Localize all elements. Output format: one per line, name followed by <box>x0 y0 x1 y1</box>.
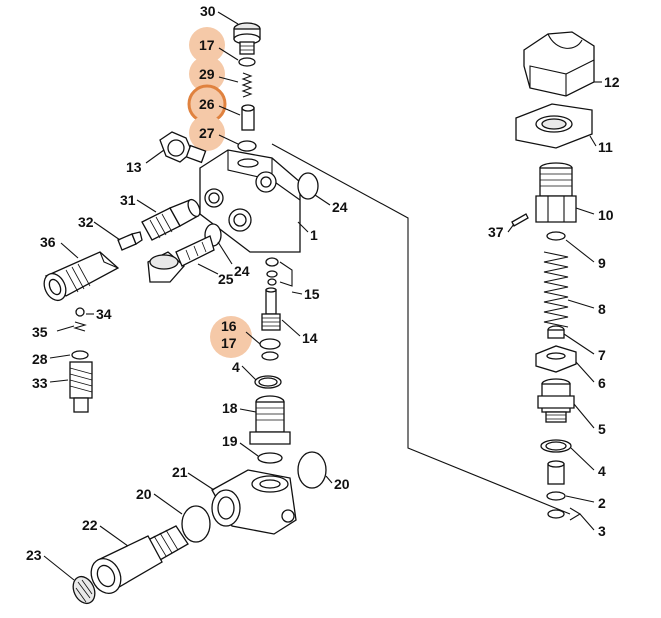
callout-16: 16 <box>221 318 237 334</box>
callout-20-right: 20 <box>334 476 350 492</box>
part-34-ball <box>75 307 85 317</box>
part-27-oring <box>237 140 257 152</box>
part-26-pin <box>241 104 255 131</box>
part-19-ring <box>257 452 283 464</box>
callout-25: 25 <box>218 271 234 287</box>
callout-7: 7 <box>598 347 606 363</box>
part-30-plug <box>233 22 261 55</box>
part-22-inlet <box>90 525 189 595</box>
part-10-nut <box>535 162 577 223</box>
callout-3: 3 <box>598 523 606 539</box>
part-37-pin <box>511 213 529 227</box>
callout-6: 6 <box>598 375 606 391</box>
part-16-ring <box>259 338 281 350</box>
callout-23: 23 <box>26 547 42 563</box>
part-31-fitting <box>141 198 201 241</box>
part-8-spring <box>543 251 569 328</box>
part-28-ring <box>71 350 89 360</box>
part-25-banjo-bolt <box>147 235 215 283</box>
callout-12: 12 <box>604 74 620 90</box>
callout-13: 13 <box>126 159 142 175</box>
part-6-nut <box>535 345 577 373</box>
part-3-ring <box>547 509 565 519</box>
part-12-knob <box>523 31 595 97</box>
callout-29: 29 <box>199 66 215 82</box>
callout-37: 37 <box>488 224 504 240</box>
part-9-disc <box>546 231 566 241</box>
highlight-16-17 <box>210 316 252 358</box>
part-20-ring-a <box>297 451 327 489</box>
part-5-fitting <box>537 378 575 423</box>
callout-17-mid: 17 <box>221 335 237 351</box>
highlight-27 <box>189 115 225 151</box>
part-1-valve-block <box>199 149 301 253</box>
callout-18: 18 <box>222 400 238 416</box>
left-assembly <box>43 22 327 605</box>
callout-31: 31 <box>120 192 136 208</box>
callout-30: 30 <box>200 3 216 19</box>
callout-27: 27 <box>199 125 215 141</box>
right-assembly <box>511 31 595 519</box>
part-18-fitting <box>249 395 291 445</box>
callout-4-left: 4 <box>232 359 240 375</box>
part-17-ring <box>261 351 279 361</box>
connector-bracket-line <box>271 143 571 515</box>
part-32-nipple <box>117 231 143 251</box>
callout-36: 36 <box>40 234 56 250</box>
callout-19: 19 <box>222 433 238 449</box>
callout-22: 22 <box>82 517 98 533</box>
part-23-filter <box>72 575 96 605</box>
callout-17-top: 17 <box>199 37 215 53</box>
highlight-29 <box>189 56 225 92</box>
highlight-26[interactable] <box>189 86 225 122</box>
part-11-cap <box>515 103 593 149</box>
part-24-ring-a <box>297 172 319 200</box>
part-15-set <box>265 257 279 286</box>
part-21-housing <box>211 469 297 535</box>
callout-2: 2 <box>598 495 606 511</box>
callout-15: 15 <box>304 286 320 302</box>
callout-24-a: 24 <box>332 199 348 215</box>
part-35-spring <box>73 321 87 332</box>
part-29-spring <box>241 72 253 98</box>
part-2-valve-seat <box>546 460 566 501</box>
part-33-coupler <box>69 361 93 413</box>
part-36-hose-fitting <box>43 251 120 302</box>
callout-8: 8 <box>598 301 606 317</box>
callout-32: 32 <box>78 214 94 230</box>
callout-34: 34 <box>96 306 112 322</box>
leader-lines <box>43 11 602 581</box>
part-17-ring-top <box>238 57 256 67</box>
callout-26[interactable]: 26 <box>199 96 215 112</box>
highlight-17-top <box>189 27 225 63</box>
callout-24-b: 24 <box>234 263 250 279</box>
callout-4-right: 4 <box>598 463 606 479</box>
part-14-valve <box>261 287 281 331</box>
callout-21: 21 <box>172 464 188 480</box>
callout-11: 11 <box>598 139 613 155</box>
callout-5: 5 <box>598 421 606 437</box>
highlight-layer <box>187 27 252 358</box>
part-7-piston <box>547 325 565 339</box>
callout-20-left: 20 <box>136 486 152 502</box>
callout-35: 35 <box>32 324 48 340</box>
part-20-ring-b <box>181 505 211 543</box>
callout-33: 33 <box>32 375 48 391</box>
part-13-plug <box>159 131 207 164</box>
callout-14: 14 <box>302 330 318 346</box>
callout-labels: 30 17 29 26 27 13 24 1 31 32 36 24 25 15… <box>26 3 620 563</box>
callout-10: 10 <box>598 207 614 223</box>
callout-1: 1 <box>310 227 318 243</box>
callout-28: 28 <box>32 351 48 367</box>
callout-9: 9 <box>598 255 606 271</box>
